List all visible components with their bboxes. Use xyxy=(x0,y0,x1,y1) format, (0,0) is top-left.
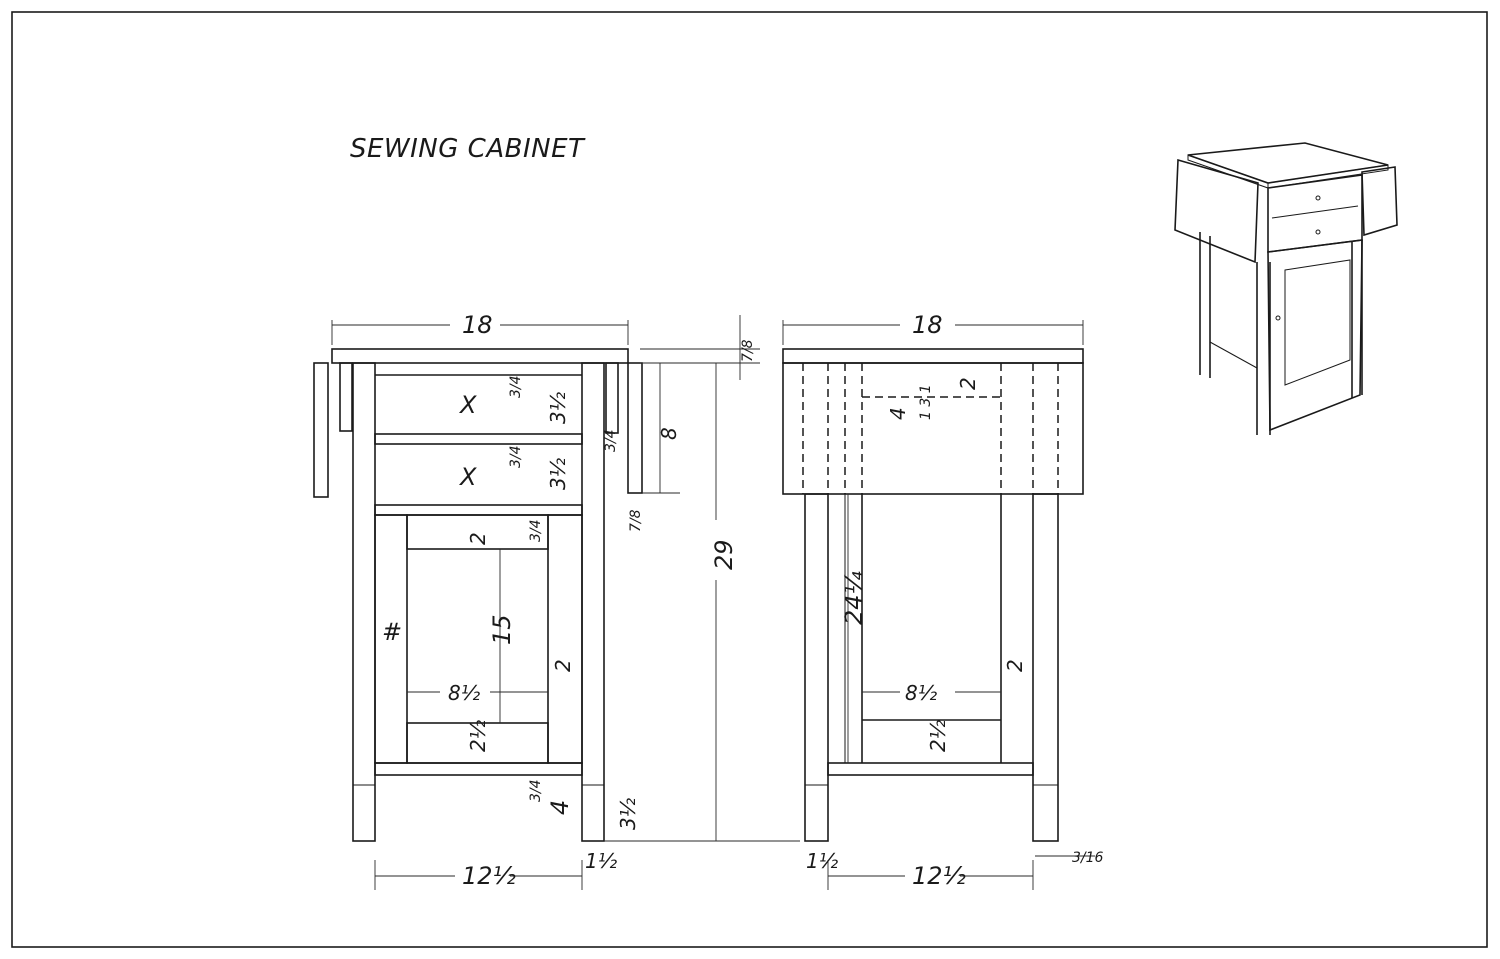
side-bottom-rail-label: 2½ xyxy=(926,719,950,752)
front-inside-width-label: 12½ xyxy=(462,862,516,890)
guide-width-label: 4 xyxy=(886,407,910,420)
front-top xyxy=(331,348,629,364)
side-right-leg xyxy=(1032,493,1059,842)
left-leaf xyxy=(313,362,329,498)
panel-bottom-rail-label: 2½ xyxy=(466,719,490,752)
sketch-left-leaf xyxy=(1174,158,1259,264)
drawer-height-label-2: 3½ xyxy=(546,457,570,490)
panel-stile-label: 2 xyxy=(551,659,575,672)
perspective-sketch xyxy=(1174,142,1398,435)
right-leaf-bracket xyxy=(605,362,619,434)
front-leg-width-label: 1½ xyxy=(585,849,618,873)
sketch-right-leaf xyxy=(1361,166,1398,237)
knob-mark-2: X xyxy=(458,463,477,491)
side-view: 18 12½ 1½ 3/16 24¼ 8½ 2 2½ 2 4 1 3 1 xyxy=(782,311,1104,890)
panel-width-label: 8½ xyxy=(448,681,481,705)
top-thickness-label: 7/8 xyxy=(740,339,756,362)
side-top xyxy=(782,348,1084,364)
drawing-title: SEWING CABINET xyxy=(350,134,586,164)
right-leaf xyxy=(627,362,643,494)
side-apron xyxy=(782,362,1084,495)
overall-height-label: 29 xyxy=(710,539,738,570)
leaf-gap-label: 3/4 xyxy=(603,429,619,452)
knob-mark-1: X xyxy=(458,391,477,419)
front-width-label: 18 xyxy=(462,311,493,339)
side-inside-width-label: 12½ xyxy=(912,862,966,890)
panel-height-label: 15 xyxy=(488,614,516,645)
left-leaf-bracket xyxy=(339,362,353,432)
bottom-rail-label: 3/4 xyxy=(528,779,544,802)
bottom-gap-label: 4 xyxy=(546,800,574,815)
front-view: X X # 18 12½ 1½ 3/4 3½ 3/4 3½ 3/4 2 15 8… xyxy=(313,311,800,890)
sketch-drawers xyxy=(1267,174,1363,253)
guide-offset-label: 2 xyxy=(956,377,980,390)
sketch-door-side xyxy=(1267,239,1363,432)
rail-label-1: 3/4 xyxy=(508,375,524,398)
taper-label: 3/16 xyxy=(1072,850,1104,866)
front-left-leg xyxy=(352,362,376,842)
sheet-border xyxy=(11,11,1488,948)
door-top-rail xyxy=(406,514,549,550)
front-right-leg xyxy=(581,362,605,842)
rail-label-3: 3/4 xyxy=(528,519,544,542)
leaf-height-label: 8 xyxy=(657,427,681,440)
guide-dims-label: 1 3 1 xyxy=(918,384,934,420)
door-stile-right xyxy=(547,514,583,764)
leaf-thickness-label: 7/8 xyxy=(628,509,644,532)
drawer-rail-2 xyxy=(374,504,583,516)
leg-foot-label: 3½ xyxy=(616,797,640,830)
bottom-rail xyxy=(374,762,583,776)
side-leg-width-label: 1½ xyxy=(806,849,839,873)
panel-top-rail-label: 2 xyxy=(466,532,490,545)
side-bottom-rail xyxy=(827,762,1034,776)
hinge-mark: # xyxy=(382,618,402,646)
side-panel-width-label: 8½ xyxy=(905,681,938,705)
drawer-rail-1 xyxy=(374,433,583,445)
rail-label-2: 3/4 xyxy=(508,445,524,468)
side-left-leg xyxy=(804,493,829,842)
sketch-top xyxy=(1187,142,1389,184)
drawer-height-label-1: 3½ xyxy=(546,391,570,424)
leg-height-label: 24¼ xyxy=(840,571,868,625)
side-width-label: 18 xyxy=(912,311,943,339)
side-stile-label: 2 xyxy=(1003,659,1027,672)
